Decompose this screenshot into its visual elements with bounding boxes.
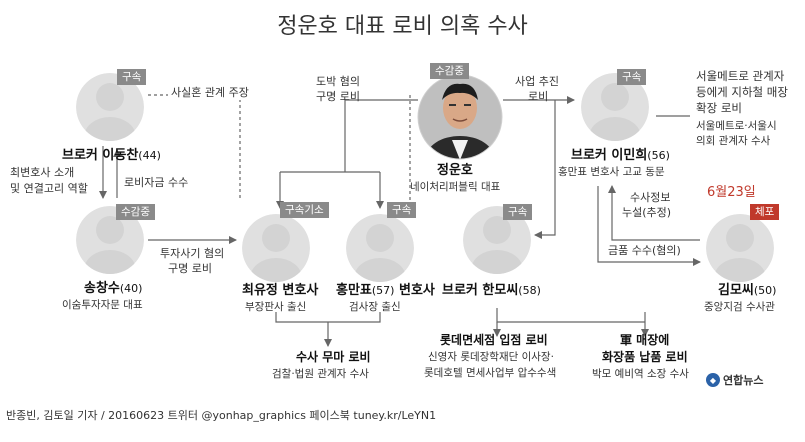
business-label-1: 사업 추진 bbox=[515, 75, 559, 88]
intro-label-1: 최변호사 소개 bbox=[10, 166, 75, 179]
han-bracket bbox=[496, 308, 580, 323]
lmh-to-han-line bbox=[534, 100, 556, 239]
money-label: 금품 수수(혐의) bbox=[606, 244, 683, 258]
mumar-title: 수사 무마 로비 bbox=[296, 350, 371, 364]
army-desc: 박모 예비역 소장 수사 bbox=[592, 368, 689, 380]
song-silhouette bbox=[76, 206, 144, 274]
intro-label-2: 및 연결고리 역할 bbox=[10, 182, 88, 195]
lmh-status-tag: 구속 bbox=[617, 69, 647, 85]
jung-desc: 네이처리퍼블릭 대표 bbox=[410, 181, 501, 193]
army-title: 軍 매장에 bbox=[620, 333, 670, 347]
kim-desc: 중앙지검 수사관 bbox=[704, 301, 775, 313]
hong-desc: 검사장 출신 bbox=[349, 301, 401, 313]
lotte-desc-1: 신영자 롯데장학재단 이사장· bbox=[428, 351, 554, 363]
choi-silhouette bbox=[242, 214, 310, 282]
jung-status-tag: 수감중 bbox=[430, 63, 469, 79]
yonhap-logo: ◆ 연합뉴스 bbox=[706, 372, 763, 388]
gambling-label-1: 도박 혐의 bbox=[316, 75, 360, 88]
kim-name: 김모씨(50) bbox=[718, 283, 777, 298]
fraud-label-2: 구명 로비 bbox=[168, 262, 212, 275]
lmh-to-kim-line bbox=[597, 186, 701, 266]
info-label-1: 수사정보 bbox=[630, 191, 671, 204]
metro-label-1: 서울메트로 관계자 bbox=[696, 69, 785, 83]
lmh-desc: 홍만표 변호사 고교 동문 bbox=[558, 166, 665, 178]
info-label-2: 누설(추정) bbox=[622, 206, 672, 219]
lotte-desc-2: 롯데호텔 면세사업부 압수수색 bbox=[424, 367, 557, 379]
choi-desc: 부장판사 출신 bbox=[245, 301, 307, 313]
yonhap-logo-icon: ◆ bbox=[706, 373, 720, 387]
kim-status-tag: 체포 bbox=[750, 204, 780, 220]
gambling-label-2: 구명 로비 bbox=[316, 90, 360, 103]
jung-photo bbox=[418, 75, 502, 159]
kim-date: 6월23일 bbox=[707, 185, 756, 200]
mumar-desc: 검찰·법원 관계자 수사 bbox=[272, 368, 369, 380]
jung-name: 정운호 bbox=[437, 163, 473, 178]
lmh-silhouette bbox=[581, 73, 649, 141]
lotte-title: 롯데면세점 입점 로비 bbox=[440, 333, 548, 347]
metro-label-3: 확장 로비 bbox=[696, 101, 742, 115]
choi-status-tag: 구속기소 bbox=[280, 202, 329, 218]
choi-name: 최유정 변호사 bbox=[242, 283, 319, 298]
hong-silhouette bbox=[346, 214, 414, 282]
lmh-name: 브로커 이민희(56) bbox=[571, 148, 670, 163]
han-status-tag: 구속 bbox=[503, 204, 533, 220]
lee-name: 브로커 이동찬(44) bbox=[62, 148, 161, 163]
metro-label-2: 등에게 지하철 매장 bbox=[696, 85, 788, 99]
song-status-tag: 수감중 bbox=[116, 204, 155, 220]
credit-footer: 반종빈, 김토일 기자 / 20160623 트위터 @yonhap_graph… bbox=[6, 409, 437, 422]
kim-silhouette bbox=[706, 214, 774, 282]
han-name: 브로커 한모씨(58) bbox=[442, 283, 541, 298]
marriage-label: 사실혼 관계 주장 bbox=[168, 86, 252, 100]
hong-name: 홍만표(57) 변호사 bbox=[336, 283, 435, 298]
song-desc: 이숨투자자문 대표 bbox=[62, 299, 143, 311]
business-label-2: 로비 bbox=[528, 90, 549, 103]
hong-status-tag: 구속 bbox=[387, 202, 417, 218]
lee-status-tag: 구속 bbox=[117, 69, 147, 85]
metro-inv-2: 의회 관계자 수사 bbox=[696, 135, 771, 147]
metro-inv-1: 서울메트로·서울시 bbox=[696, 120, 777, 132]
page-title: 정운호 대표 로비 의혹 수사 bbox=[277, 14, 528, 39]
kim-to-lmh-line bbox=[608, 185, 700, 241]
yonhap-logo-text: 연합뉴스 bbox=[723, 374, 764, 387]
fraud-label-1: 투자사기 혐의 bbox=[160, 247, 225, 260]
lobby-fund-label: 로비자금 수수 bbox=[124, 176, 189, 189]
lee-silhouette bbox=[76, 73, 144, 141]
song-name: 송창수(40) bbox=[84, 281, 143, 296]
army-title-2: 화장품 납품 로비 bbox=[602, 350, 688, 364]
han-silhouette bbox=[463, 206, 531, 274]
